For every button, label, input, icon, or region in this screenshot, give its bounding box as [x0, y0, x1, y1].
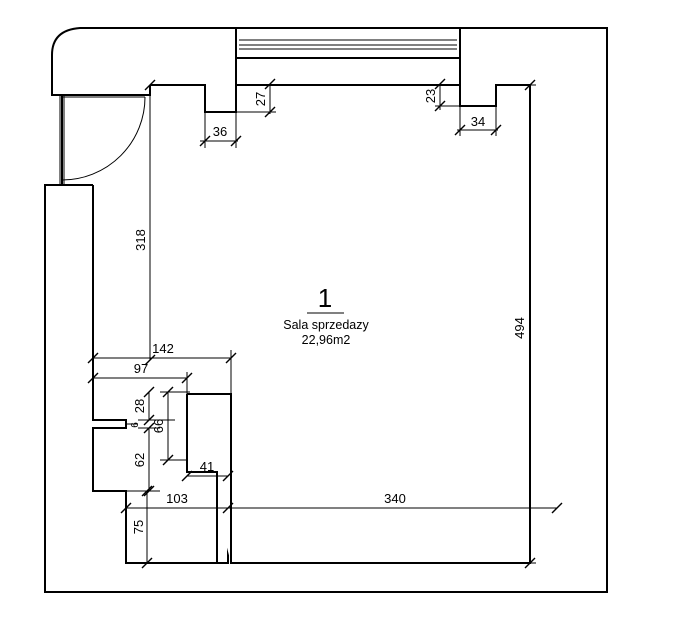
room-area: 22,96m2 — [302, 333, 351, 347]
dim-36-label: 36 — [213, 124, 227, 139]
dim-28-label: 28 — [132, 399, 147, 413]
dim-6-label: 6 — [130, 422, 141, 428]
dim-41-label: 41 — [200, 459, 214, 474]
room-number: 1 — [318, 283, 332, 313]
dim-97-label: 97 — [134, 361, 148, 376]
room-name: Sala sprzedazy — [283, 318, 369, 332]
dim-318-label: 318 — [133, 229, 148, 251]
dim-62-label: 62 — [132, 453, 147, 467]
dim-27-label: 27 — [253, 92, 268, 106]
dim-75-label: 75 — [131, 520, 146, 534]
dim-23-label: 23 — [423, 89, 438, 103]
dim-494-label: 494 — [512, 317, 527, 339]
dim-340-label: 340 — [384, 491, 406, 506]
dim-66-label: 66 — [151, 419, 166, 433]
door-leaf — [59, 94, 65, 186]
dim-34-label: 34 — [471, 114, 485, 129]
window — [235, 27, 461, 59]
dim-103-label: 103 — [166, 491, 188, 506]
door-swing — [61, 96, 146, 181]
tick-marks — [87, 78, 563, 569]
dim-142-label: 142 — [152, 341, 174, 356]
